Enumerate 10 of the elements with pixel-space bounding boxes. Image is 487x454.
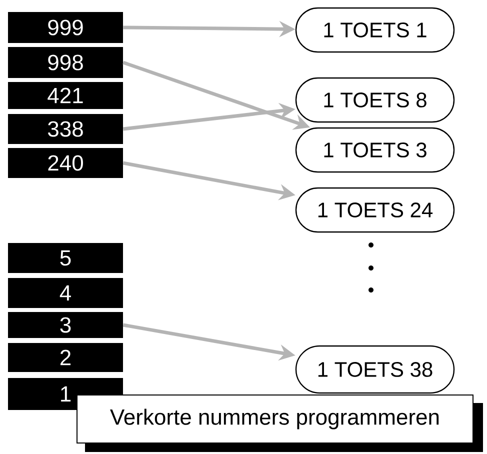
number-key: 999 — [8, 12, 123, 43]
number-key: 4 — [8, 278, 123, 308]
number-key: 421 — [8, 82, 123, 109]
number-key: 2 — [8, 342, 123, 372]
title-box: Verkorte nummers programmeren — [76, 394, 483, 452]
number-key: 998 — [8, 47, 123, 78]
number-key: 338 — [8, 114, 123, 144]
number-key: 3 — [8, 312, 123, 338]
number-key: 240 — [8, 148, 123, 178]
number-key: 5 — [8, 242, 123, 273]
